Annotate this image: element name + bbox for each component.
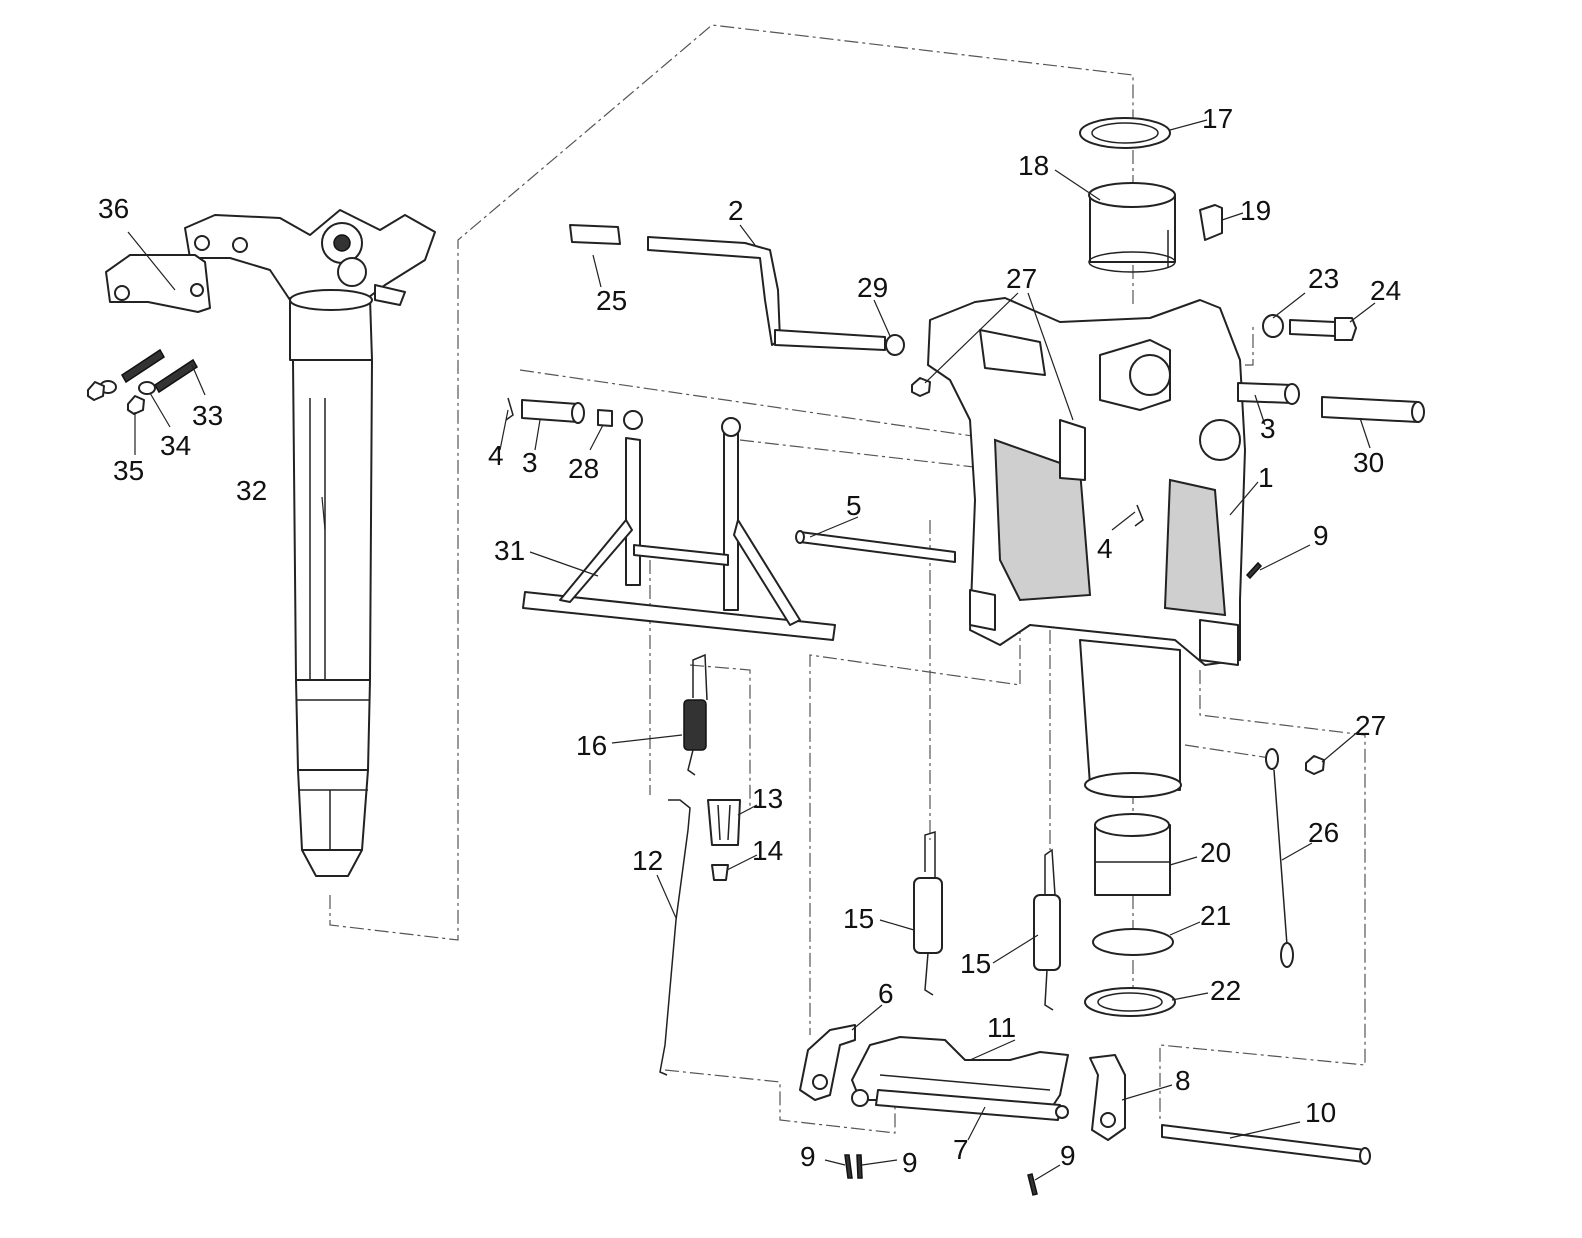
- label-16: 16: [576, 730, 607, 761]
- rod-12: [659, 799, 691, 1076]
- pad-19: [1199, 204, 1223, 241]
- label-19: 19: [1240, 195, 1271, 226]
- washer-34: [99, 380, 156, 395]
- bracket-36: [105, 254, 211, 313]
- label-36: 36: [98, 193, 129, 224]
- label-14: 14: [752, 835, 783, 866]
- o-ring-21: [1092, 928, 1174, 956]
- label-30: 30: [1353, 447, 1384, 478]
- shaft-7: [851, 1089, 1069, 1121]
- label-9-right: 9: [1313, 520, 1329, 551]
- spacer-28: [597, 409, 613, 427]
- clip-4-right: [1134, 504, 1144, 527]
- cotter-pin-9: [844, 561, 1263, 1196]
- screw-14: [711, 864, 729, 881]
- pin-5: [795, 530, 956, 563]
- stand-frame-31: [522, 410, 836, 641]
- label-9-bottom-right: 9: [1060, 1140, 1076, 1171]
- washer-29: [885, 334, 905, 356]
- label-31: 31: [494, 535, 525, 566]
- ring-17: [1079, 117, 1171, 149]
- label-17: 17: [1202, 103, 1233, 134]
- nut-35: [87, 381, 145, 415]
- label-15-right: 15: [960, 948, 991, 979]
- label-21: 21: [1200, 900, 1231, 931]
- label-4-right: 4: [1097, 533, 1113, 564]
- label-9-bottom-mid: 9: [902, 1147, 918, 1178]
- bolt-24: [1289, 317, 1357, 341]
- washer-23: [1262, 314, 1284, 338]
- label-33: 33: [192, 400, 223, 431]
- label-28: 28: [568, 453, 599, 484]
- grip-25: [569, 224, 621, 245]
- label-3-right: 3: [1260, 413, 1276, 444]
- shaft-30: [1321, 396, 1425, 423]
- label-32: 32: [236, 475, 267, 506]
- label-15-left: 15: [843, 903, 874, 934]
- label-6: 6: [878, 978, 894, 1009]
- bushing-3-left: [521, 399, 585, 424]
- latch-6: [799, 1024, 856, 1101]
- nut-27-right: [1305, 755, 1325, 775]
- stud-33: [120, 348, 199, 394]
- pin-10: [1161, 1124, 1371, 1165]
- leader-lines: [127, 119, 1376, 1181]
- label-29: 29: [857, 272, 888, 303]
- label-10: 10: [1305, 1097, 1336, 1128]
- spring-15-right: [1033, 848, 1061, 1011]
- label-18: 18: [1018, 150, 1049, 181]
- label-4-left: 4: [488, 440, 504, 471]
- washer-22: [1084, 987, 1176, 1017]
- spring-16: [683, 653, 708, 776]
- label-22: 22: [1210, 975, 1241, 1006]
- bushing-20: [1094, 813, 1171, 896]
- lever-2: [647, 236, 886, 351]
- label-9-bottom-left: 9: [800, 1141, 816, 1172]
- label-23: 23: [1308, 263, 1339, 294]
- label-35: 35: [113, 455, 144, 486]
- label-20: 20: [1200, 837, 1231, 868]
- part-number-labels: 1 2 3 3 4 4 5 6 7 8 9 9 9 9 10 11 12 13 …: [98, 103, 1401, 1178]
- latch-8: [1089, 1054, 1126, 1141]
- label-2: 2: [728, 195, 744, 226]
- bushing-3-right: [1237, 382, 1300, 405]
- label-11: 11: [987, 1012, 1016, 1043]
- label-8: 8: [1175, 1065, 1191, 1096]
- label-13: 13: [752, 783, 783, 814]
- label-27-right: 27: [1355, 710, 1386, 741]
- bushing-18: [1088, 182, 1176, 273]
- spring-15-left: [913, 830, 943, 996]
- label-12: 12: [632, 845, 663, 876]
- label-3-left: 3: [522, 447, 538, 478]
- label-5: 5: [846, 490, 862, 521]
- label-34: 34: [160, 430, 191, 461]
- label-26: 26: [1308, 817, 1339, 848]
- label-27-top: 27: [1006, 263, 1037, 294]
- clip-4-left: [505, 397, 514, 421]
- rod-26: [1265, 748, 1294, 968]
- steering-shaft-assembly: [184, 209, 436, 877]
- label-25: 25: [596, 285, 627, 316]
- label-7: 7: [953, 1134, 969, 1165]
- clip-13: [707, 799, 741, 846]
- label-1: 1: [1258, 462, 1274, 493]
- label-24: 24: [1370, 275, 1401, 306]
- swivel-bracket-1: [927, 297, 1246, 798]
